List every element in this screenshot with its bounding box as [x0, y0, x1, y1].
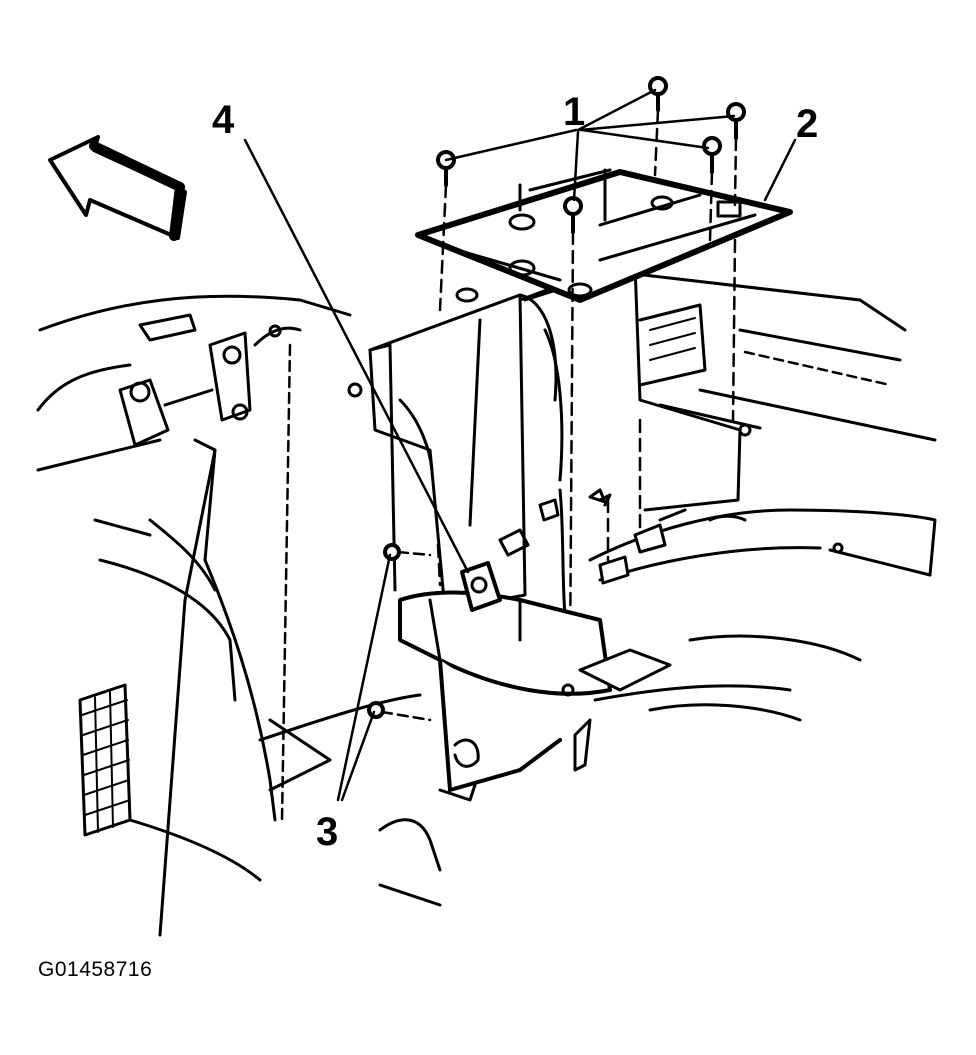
retaining-clip [460, 498, 560, 612]
bolt-group [436, 76, 746, 762]
left-hinge-bracket [118, 324, 302, 447]
direction-arrow-icon [48, 135, 187, 241]
mount-plate [415, 168, 793, 303]
right-fender [588, 488, 937, 722]
bolt-icon [726, 102, 746, 140]
figure-id: G01458716 [38, 958, 153, 981]
left-pillar [93, 343, 292, 937]
callout-1: 1 [563, 90, 586, 134]
leader-lines [243, 88, 797, 802]
bolt-icon [648, 76, 668, 112]
fastener-group [367, 543, 432, 722]
callout-4: 4 [212, 98, 235, 142]
bolt-icon [436, 150, 456, 187]
grille-panel [78, 683, 132, 837]
lower-bracket [398, 590, 792, 802]
callout-3: 3 [316, 810, 339, 854]
callout-2: 2 [796, 102, 819, 146]
floor-panel [128, 693, 442, 907]
bolt-icon [702, 136, 722, 174]
